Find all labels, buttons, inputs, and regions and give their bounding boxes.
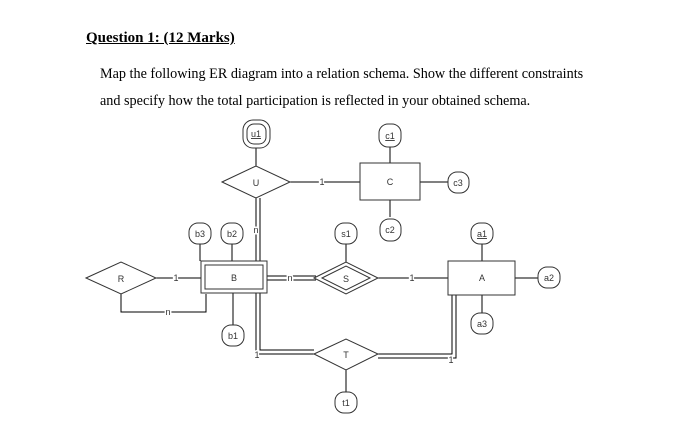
b-t-connector-a	[255, 293, 314, 355]
relationship-s-label: S	[343, 274, 349, 284]
cardinality-b-t: 1	[254, 350, 259, 360]
entity-a	[447, 260, 516, 296]
attribute-b1	[221, 324, 245, 347]
question-text-line-2: and specify how the total participation …	[100, 93, 531, 109]
relationship-r	[84, 261, 158, 295]
attribute-b1-label: b1	[228, 331, 238, 341]
attribute-a2-label: a2	[544, 273, 554, 283]
question-text-line-1: Map the following ER diagram into a rela…	[100, 66, 584, 82]
cardinality-r-b-second: n	[165, 307, 170, 317]
attribute-a3	[470, 312, 494, 335]
attribute-b3	[188, 222, 212, 245]
attribute-c3-label: c3	[453, 178, 463, 188]
attribute-a1	[470, 222, 494, 245]
t-a-connector-b	[378, 295, 457, 359]
t-a-connector-a	[378, 295, 453, 355]
attribute-c2-label: c2	[385, 225, 395, 235]
attribute-s1	[334, 222, 358, 245]
attribute-a2	[537, 266, 561, 289]
attribute-t1	[334, 391, 358, 414]
attribute-c2	[379, 218, 402, 242]
entity-c	[359, 162, 421, 201]
attribute-c1-label: c1	[385, 131, 395, 141]
attribute-t1-label: t1	[342, 398, 350, 408]
attribute-s1-label: s1	[341, 229, 351, 239]
relationship-t-label: T	[343, 350, 349, 360]
attribute-c1	[378, 123, 402, 148]
question-title: Question 1: (12 Marks)	[86, 30, 235, 46]
b-t-connector-b	[259, 293, 314, 351]
entity-b-label: B	[231, 273, 237, 283]
entity-c-label: C	[387, 177, 394, 187]
attribute-u1-inner	[246, 123, 267, 145]
cardinality-b-s: n	[287, 273, 292, 283]
attribute-c3	[447, 171, 470, 194]
entity-a-label: A	[479, 273, 485, 283]
relationship-s-inner	[320, 265, 372, 291]
entity-b-inner	[204, 264, 264, 290]
attribute-a1-label: a1	[477, 229, 487, 239]
cardinality-t-a: 1	[448, 355, 453, 365]
cardinality-u-c: 1	[319, 177, 324, 187]
cardinality-u-b: n	[253, 225, 258, 235]
relationship-r-label: R	[118, 274, 125, 284]
cardinality-s-a: 1	[409, 273, 414, 283]
attribute-u1-label: u1	[251, 129, 261, 139]
relationship-u-label: U	[253, 178, 260, 188]
attribute-b2-label: b2	[227, 229, 237, 239]
relationship-t	[312, 338, 380, 371]
relationship-u	[220, 165, 292, 199]
r-b-second-connector	[120, 294, 207, 313]
attribute-a3-label: a3	[477, 319, 487, 329]
cardinality-r-b: 1	[173, 273, 178, 283]
attribute-b2	[220, 222, 244, 245]
attribute-b3-label: b3	[195, 229, 205, 239]
